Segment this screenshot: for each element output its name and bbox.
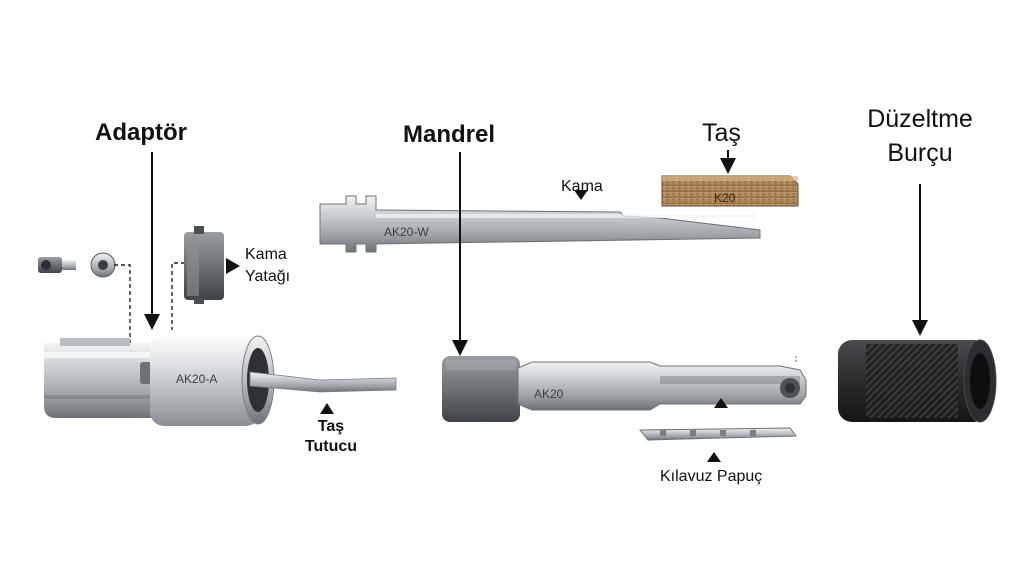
- label-kama-yatagi-line1: Kama: [245, 246, 287, 263]
- label-tas: Taş: [702, 119, 741, 147]
- label-tas-tutucu-line2: Tutucu: [304, 438, 358, 455]
- honing-stone: K20: [661, 175, 799, 207]
- kilavuz-papuc-pointer: [707, 452, 721, 462]
- label-kama: Kama: [561, 178, 603, 195]
- label-duzeltme-line2: Burçu: [887, 139, 953, 167]
- label-adaptor: Adaptör: [95, 119, 187, 146]
- kama-pointer: [574, 190, 588, 200]
- label-tas-tutucu-line1: Taş: [317, 418, 345, 435]
- adaptor-body: [44, 338, 170, 418]
- assembly-guide-lines: [114, 262, 185, 372]
- tas-tutucu-pointer: [320, 403, 334, 414]
- kilavuz-papuc-strip: [638, 427, 797, 441]
- adaptor-part-number: AK20-A: [176, 372, 217, 386]
- kama-bar: AK20-W: [319, 195, 761, 253]
- label-duzeltme-burcu: Düzeltme Burçu: [856, 102, 984, 170]
- tas-tutucu-rod: [249, 371, 397, 393]
- duzeltme-burcu: [838, 339, 997, 423]
- stone-part-number: K20: [714, 191, 736, 205]
- washer-icon: [90, 252, 116, 278]
- label-duzeltme-line1: Düzeltme: [867, 105, 973, 133]
- mandrel-slot-pointer: [714, 398, 728, 408]
- mandrel-part-number: AK20: [534, 387, 564, 401]
- label-mandrel: Mandrel: [403, 121, 496, 148]
- label-kama-yatagi-line2: Yatağı: [245, 268, 291, 285]
- kama-part-number: AK20-W: [384, 225, 429, 239]
- label-kama-yatagi: Kama Yatağı: [245, 244, 290, 288]
- kama-yatagi-block: [184, 226, 224, 304]
- kama-yatagi-pointer: [226, 258, 240, 274]
- mandrel-body: AK20: [442, 356, 807, 422]
- label-kilavuz-papuc: Kılavuz Papuç: [660, 468, 763, 485]
- screw-icon: [38, 257, 76, 273]
- label-tas-tutucu: Taş Tutucu: [298, 417, 364, 457]
